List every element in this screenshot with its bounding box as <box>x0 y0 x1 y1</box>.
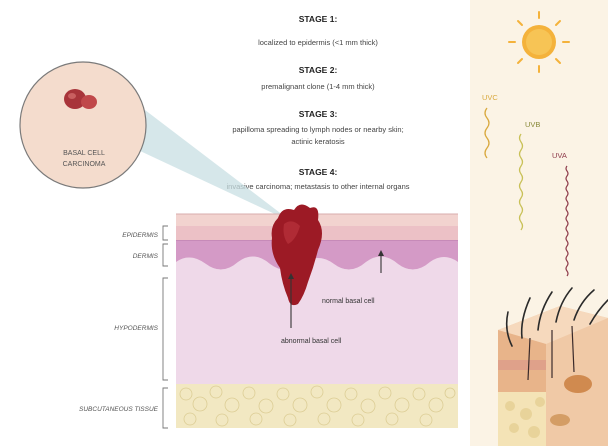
dermis-label: DERMIS <box>133 253 159 260</box>
inset-label-line1: BASAL CELL <box>63 150 105 157</box>
inset-lesion-highlight <box>68 93 76 99</box>
inset-label-line2: CARCINOMA <box>63 161 106 168</box>
uva-label: UVA <box>552 151 567 160</box>
inset-circle <box>20 62 146 188</box>
stage-1-title: STAGE 1: <box>299 14 338 24</box>
stage-2-title: STAGE 2: <box>299 65 338 75</box>
stage-1-desc: localized to epidermis (<1 mm thick) <box>258 38 378 47</box>
stage-4-title: STAGE 4: <box>299 167 338 177</box>
stage-2-desc: premalignant clone (1-4 mm thick) <box>261 82 375 91</box>
layer-brackets <box>163 226 168 428</box>
hypodermis-label: HYPODERMIS <box>114 325 158 332</box>
normal-basal-cell-label: normal basal cell <box>322 298 375 305</box>
stage-3-desc-line1: papilloma spreading to lymph nodes or ne… <box>232 125 403 134</box>
hypodermis-layer <box>176 256 458 384</box>
stage-list: STAGE 1: localized to epidermis (<1 mm t… <box>226 14 409 191</box>
stage-4-desc: invasive carcinoma; metastasis to other … <box>226 182 409 191</box>
subcutaneous-layer <box>176 384 458 428</box>
uvb-label: UVB <box>525 120 540 129</box>
skin-cross-section: normal basal cell abnormal basal cell <box>176 204 458 428</box>
abnormal-basal-cell-label: abnormal basal cell <box>281 338 342 345</box>
uvc-label: UVC <box>482 93 498 102</box>
stage-3-title: STAGE 3: <box>299 109 338 119</box>
subcutaneous-tissue-label: SUBCUTANEOUS TISSUE <box>79 406 159 413</box>
basal-cell-carcinoma-inset: BASAL CELL CARCINOMA <box>20 62 146 188</box>
epidermis-label: EPIDERMIS <box>122 232 158 239</box>
inset-lesion-small <box>81 95 97 109</box>
stage-3-desc-line2: actinic keratosis <box>291 137 345 146</box>
